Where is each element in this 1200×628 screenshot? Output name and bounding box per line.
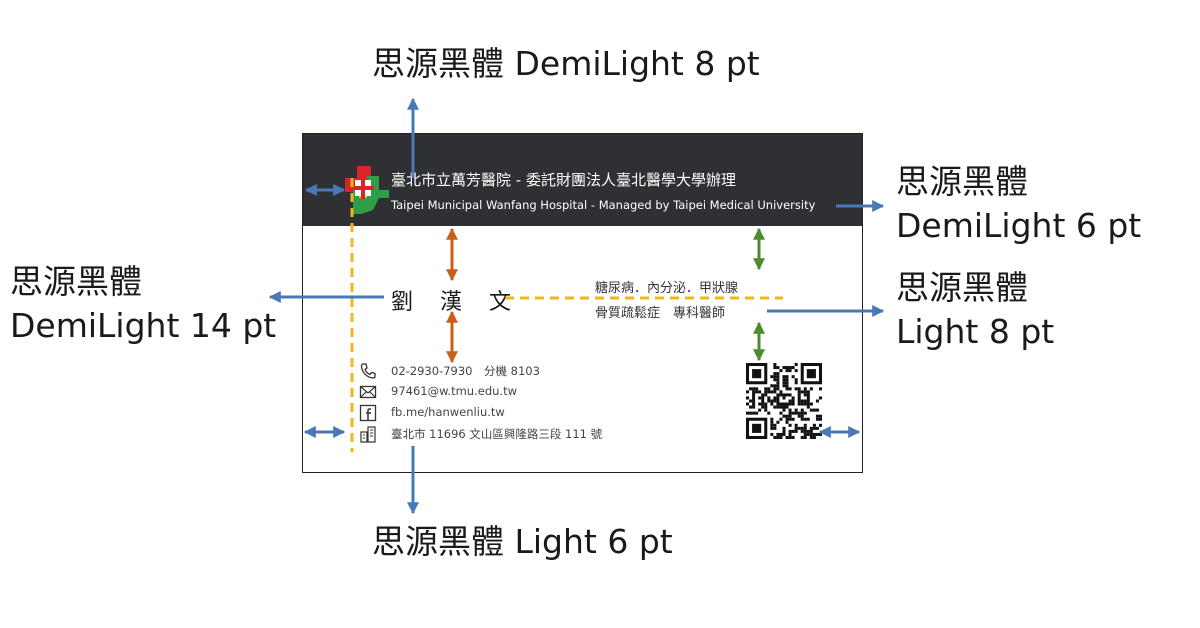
building-icon bbox=[360, 426, 376, 443]
qr-code bbox=[746, 363, 822, 439]
annotation-specialty-font: 思源黑體 Light 8 pt bbox=[896, 268, 1054, 351]
specialty-line-1: 糖尿病．內分泌．甲狀腺 bbox=[595, 281, 739, 296]
specialty-line-2: 骨質疏鬆症 專科醫師 bbox=[595, 306, 726, 321]
envelope-icon bbox=[359, 385, 377, 399]
annotation-line2: DemiLight 14 pt bbox=[10, 305, 277, 345]
annotation-line1: 思源黑體 bbox=[10, 262, 142, 301]
email-text: 97461@w.tmu.edu.tw bbox=[391, 384, 517, 398]
annotation-contact-font: 思源黑體 Light 6 pt bbox=[372, 522, 673, 561]
phone-icon bbox=[360, 363, 376, 379]
annotation-line2: DemiLight 6 pt bbox=[896, 205, 1142, 245]
hospital-logo bbox=[345, 166, 389, 214]
annotation-name-font: 思源黑體 DemiLight 14 pt bbox=[10, 262, 276, 345]
annotation-line1: 思源黑體 bbox=[896, 268, 1028, 307]
annotation-header-font: 思源黑體 DemiLight 8 pt bbox=[372, 44, 760, 83]
annotation-line2: Light 8 pt bbox=[896, 311, 1055, 351]
business-card: 臺北市立萬芳醫院 - 委託財團法人臺北醫學大學辦理 Taipei Municip… bbox=[302, 133, 863, 473]
annotation-line1: 思源黑體 bbox=[896, 162, 1028, 201]
facebook-icon bbox=[359, 404, 377, 422]
annotation-english-font: 思源黑體 DemiLight 6 pt bbox=[896, 162, 1141, 245]
doctor-name: 劉 漢 文 bbox=[391, 290, 521, 315]
card-header: 臺北市立萬芳醫院 - 委託財團法人臺北醫學大學辦理 Taipei Municip… bbox=[303, 134, 862, 226]
facebook-text: fb.me/hanwenliu.tw bbox=[391, 405, 505, 419]
address-text: 臺北市 11696 文山區興隆路三段 111 號 bbox=[391, 427, 603, 441]
hospital-name-en: Taipei Municipal Wanfang Hospital - Mana… bbox=[391, 198, 816, 212]
phone-text: 02-2930-7930 分機 8103 bbox=[391, 364, 540, 378]
hospital-name-zh: 臺北市立萬芳醫院 - 委託財團法人臺北醫學大學辦理 bbox=[391, 171, 736, 189]
